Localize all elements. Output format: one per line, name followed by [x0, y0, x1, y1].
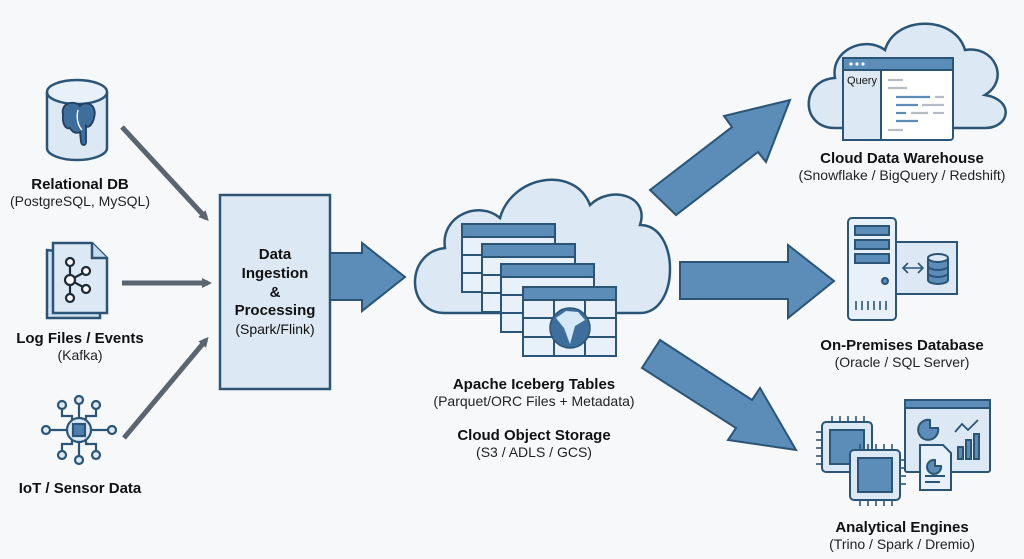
elephant-icon	[61, 101, 96, 146]
cloud-query-window-icon	[807, 22, 1007, 141]
source-title: Relational DB	[31, 176, 129, 193]
server-database-icon	[847, 217, 958, 321]
storage-subtitle: (S3 / ADLS / GCS)	[476, 444, 592, 461]
source-subtitle: (Kafka)	[57, 347, 103, 364]
iceberg-tables-label: Apache Iceberg Tables (Parquet/ORC Files…	[414, 376, 654, 409]
source-relational-db: Relational DB (PostgreSQL, MySQL)	[0, 176, 160, 209]
arrow-iot-to-ingestion	[122, 336, 209, 440]
cpu-chip-icon	[849, 444, 906, 506]
target-title: Cloud Data Warehouse	[820, 150, 984, 167]
arrow-relational-to-ingestion	[120, 125, 209, 221]
arrow-storage-to-onprem	[679, 242, 836, 321]
source-title: IoT / Sensor Data	[18, 480, 142, 497]
target-title: Analytical Engines	[835, 519, 969, 536]
kafka-file-icon	[45, 241, 109, 320]
target-subtitle: (Trino / Spark / Dremio)	[829, 536, 975, 553]
iot-hub-icon	[40, 394, 118, 466]
ingestion-line: Ingestion	[241, 264, 309, 282]
source-log-files: Log Files / Events (Kafka)	[0, 330, 160, 363]
target-subtitle: (Snowflake / BigQuery / Redshift)	[798, 167, 1006, 184]
target-cloud-warehouse: Cloud Data Warehouse (Snowflake / BigQue…	[780, 150, 1024, 183]
ingestion-line: &	[269, 283, 281, 301]
ingestion-line: Data	[258, 246, 292, 264]
iceberg-logo-icon	[549, 307, 591, 349]
database-elephant-icon	[45, 78, 109, 162]
storage-title: Cloud Object Storage	[457, 427, 611, 444]
source-subtitle: (PostgreSQL, MySQL)	[9, 193, 151, 210]
object-storage-label: Cloud Object Storage (S3 / ADLS / GCS)	[414, 427, 654, 460]
ingestion-box	[218, 193, 332, 391]
target-onprem-db: On-Premises Database (Oracle / SQL Serve…	[790, 337, 1014, 370]
query-label: Query	[847, 75, 877, 87]
ingestion-line: Processing	[234, 302, 316, 320]
ingestion-subtitle: (Spark/Flink)	[235, 321, 315, 338]
target-subtitle: (Oracle / SQL Server)	[834, 354, 970, 371]
tables-subtitle: (Parquet/ORC Files + Metadata)	[433, 393, 635, 410]
target-title: On-Premises Database	[820, 337, 984, 354]
source-title: Log Files / Events	[16, 330, 144, 347]
source-iot: IoT / Sensor Data	[0, 480, 160, 497]
tables-title: Apache Iceberg Tables	[452, 376, 616, 393]
arrow-ingestion-to-storage	[329, 240, 407, 314]
cpu-dashboard-icon	[816, 399, 991, 506]
arrow-storage-to-warehouse	[648, 98, 792, 217]
ingestion-label: Data Ingestion & Processing (Spark/Flink…	[221, 197, 329, 387]
arrow-storage-to-engines	[640, 338, 798, 452]
target-analytical-engines: Analytical Engines (Trino / Spark / Drem…	[790, 519, 1014, 552]
